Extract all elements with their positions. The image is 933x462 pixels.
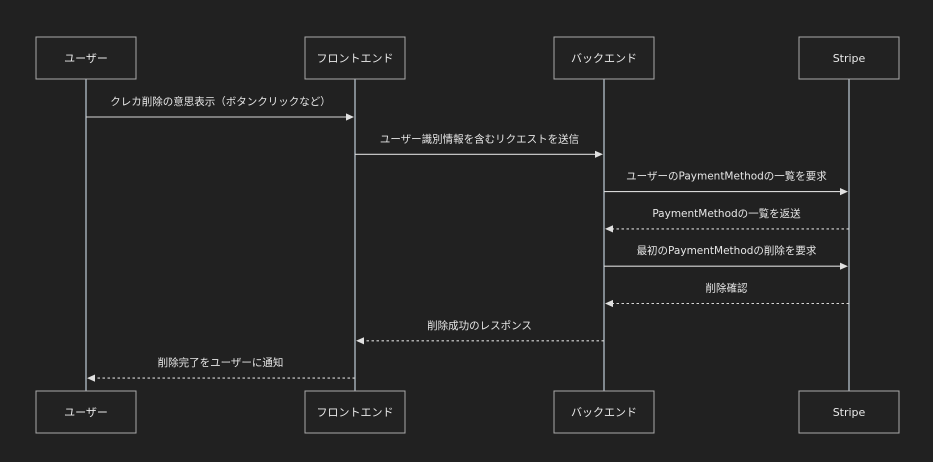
participant-box [304,36,406,80]
message-4: PaymentMethodの一覧を返送 [605,207,849,233]
participant-user-top: ユーザー [35,36,137,80]
participant-backend-top: バックエンド [553,36,655,80]
participant-label: Stripe [833,406,866,419]
participant-stripe-bottom: Stripe [798,390,900,434]
participant-backend-bottom: バックエンド [553,390,655,434]
participant-label: ユーザー [64,406,108,419]
arrowhead-icon [87,374,95,382]
message-2: ユーザー識別情報を含むリクエストを送信 [355,132,603,158]
arrowhead-icon [605,299,613,308]
message-label: 最初のPaymentMethodの削除を要求 [637,244,817,257]
message-label: 削除成功のレスポンス [427,319,532,332]
participant-box [35,390,137,434]
arrowhead-icon [595,150,603,158]
participant-label: Stripe [833,52,866,65]
participant-label: フロントエンド [317,406,394,419]
participant-box [553,390,655,434]
arrowhead-icon [356,337,364,345]
participant-label: ユーザー [64,52,108,65]
message-7: 削除成功のレスポンス [356,319,604,345]
participant-box [798,36,900,80]
message-5: 最初のPaymentMethodの削除を要求 [604,244,848,270]
participant-stripe-top: Stripe [798,36,900,80]
participant-box [304,390,406,434]
message-label: PaymentMethodの一覧を返送 [652,207,801,220]
arrowhead-icon [840,188,848,196]
participant-box [553,36,655,80]
message-label: ユーザー識別情報を含むリクエストを送信 [380,132,579,145]
participant-box [798,390,900,434]
participant-label: フロントエンド [317,52,394,65]
participant-label: バックエンド [571,52,637,65]
message-label: 削除確認 [706,282,748,295]
arrowhead-icon [605,225,613,233]
arrowhead-icon [840,262,848,270]
message-6: 削除確認 [605,282,849,308]
participant-label: バックエンド [571,406,637,419]
participant-user-bottom: ユーザー [35,390,137,434]
participant-frontend-bottom: フロントエンド [304,390,406,434]
message-label: 削除完了をユーザーに通知 [158,356,284,369]
message-label: ユーザーのPaymentMethodの一覧を要求 [626,170,827,183]
participant-box [35,36,137,80]
message-3: ユーザーのPaymentMethodの一覧を要求 [604,170,848,196]
message-8: 削除完了をユーザーに通知 [87,356,355,382]
message-1: クレカ削除の意思表示（ボタンクリックなど） [86,95,354,121]
participant-frontend-top: フロントエンド [304,36,406,80]
arrowhead-icon [346,113,354,121]
message-label: クレカ削除の意思表示（ボタンクリックなど） [110,95,331,108]
